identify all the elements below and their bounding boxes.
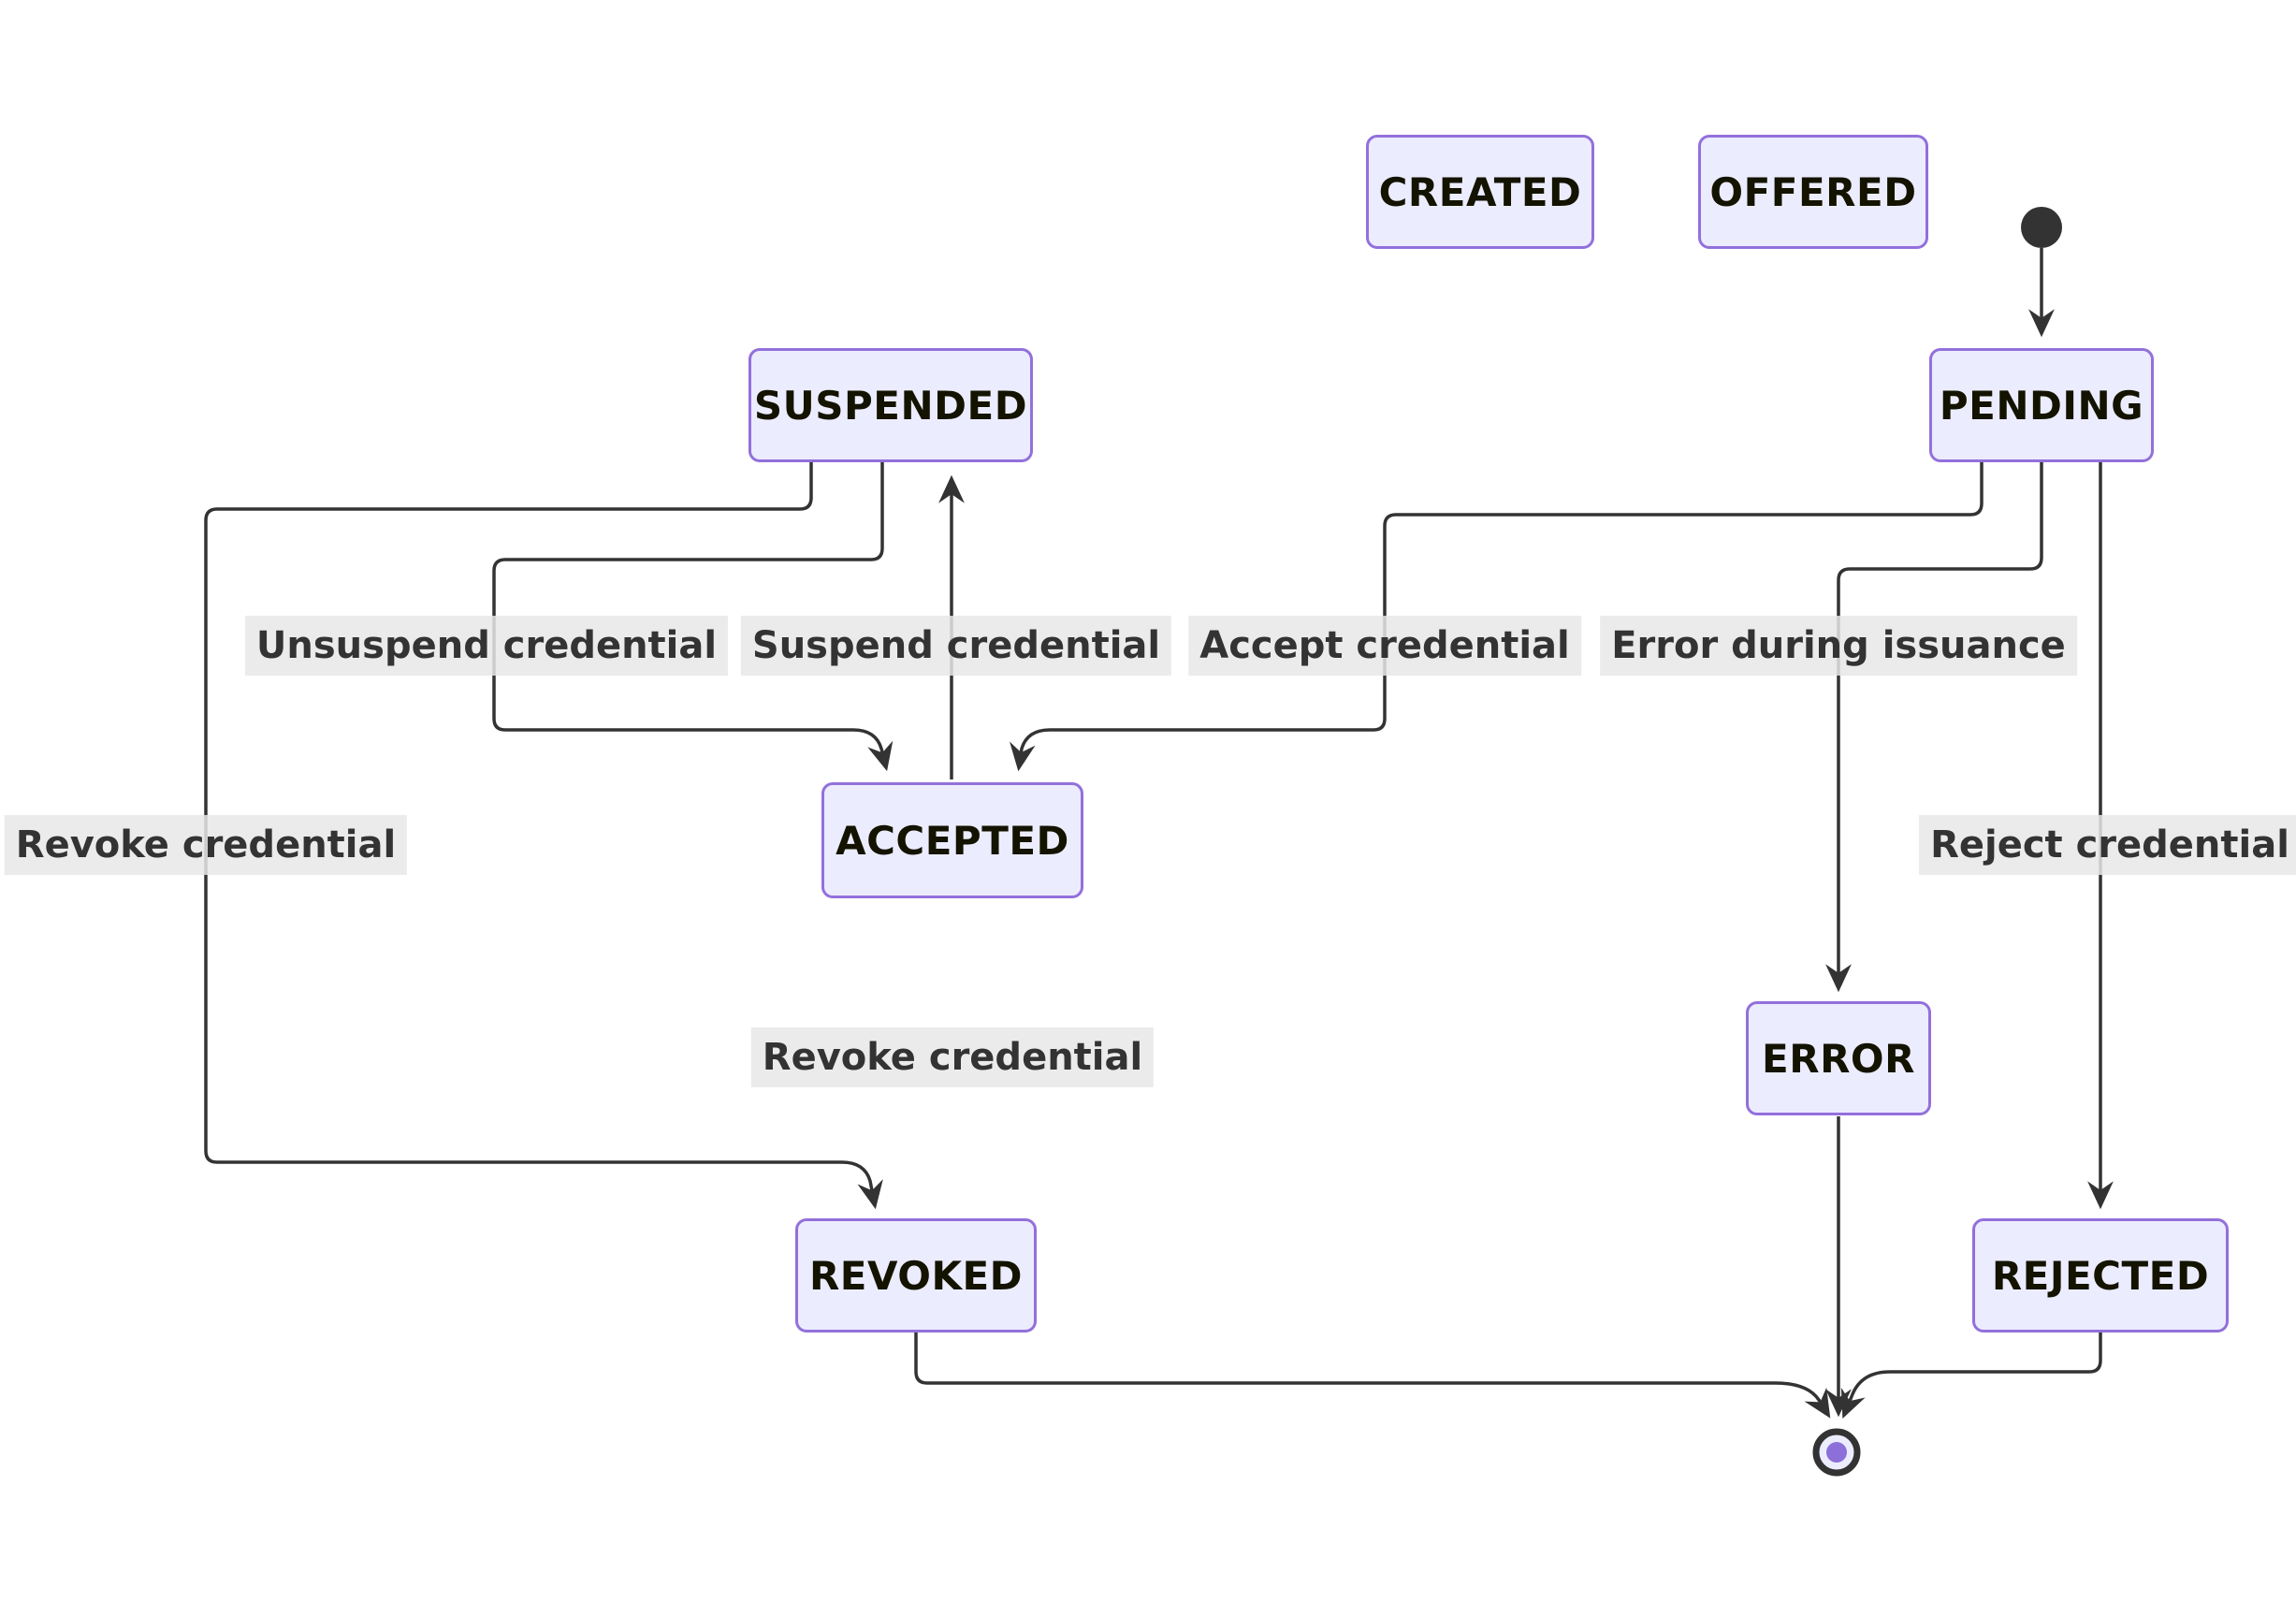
state-node-created: CREATED — [1366, 135, 1594, 249]
start-state-icon — [2021, 207, 2062, 248]
state-label-suspended: SUSPENDED — [753, 382, 1028, 429]
state-node-error: ERROR — [1746, 1001, 1931, 1115]
state-label-accepted: ACCEPTED — [836, 817, 1069, 864]
state-node-accepted: ACCEPTED — [821, 782, 1083, 898]
state-node-pending: PENDING — [1929, 348, 2154, 462]
state-label-revoked: REVOKED — [808, 1252, 1024, 1299]
edge-label-unsuspend-credential: Unsuspend credential — [244, 616, 729, 676]
state-label-pending: PENDING — [1939, 382, 2144, 429]
transition-pending-error — [1825, 462, 2043, 993]
state-node-suspended: SUSPENDED — [748, 348, 1033, 462]
state-label-offered: OFFERED — [1709, 168, 1917, 215]
state-label-created: CREATED — [1378, 168, 1582, 215]
state-node-rejected: REJECTED — [1972, 1218, 2229, 1333]
state-label-rejected: REJECTED — [1991, 1252, 2210, 1299]
state-node-revoked: REVOKED — [795, 1218, 1037, 1333]
state-node-offered: OFFERED — [1698, 135, 1928, 249]
edge-label-reject-credential: Reject credential — [1919, 815, 2296, 875]
edge-label-revoke-credential-mid: Revoke credential — [750, 1027, 1155, 1087]
edge-label-accept-credential: Accept credential — [1188, 616, 1581, 676]
transition-rejected-end — [1840, 1333, 2102, 1419]
edge-label-revoke-credential-left: Revoke credential — [4, 815, 408, 875]
state-label-error: ERROR — [1762, 1035, 1915, 1082]
transition-revoked-end — [914, 1333, 1831, 1419]
final-state-icon — [1812, 1428, 1861, 1477]
edge-label-error-during-issuance: Error during issuance — [1600, 616, 2077, 676]
edge-label-suspend-credential: Suspend credential — [740, 616, 1172, 676]
